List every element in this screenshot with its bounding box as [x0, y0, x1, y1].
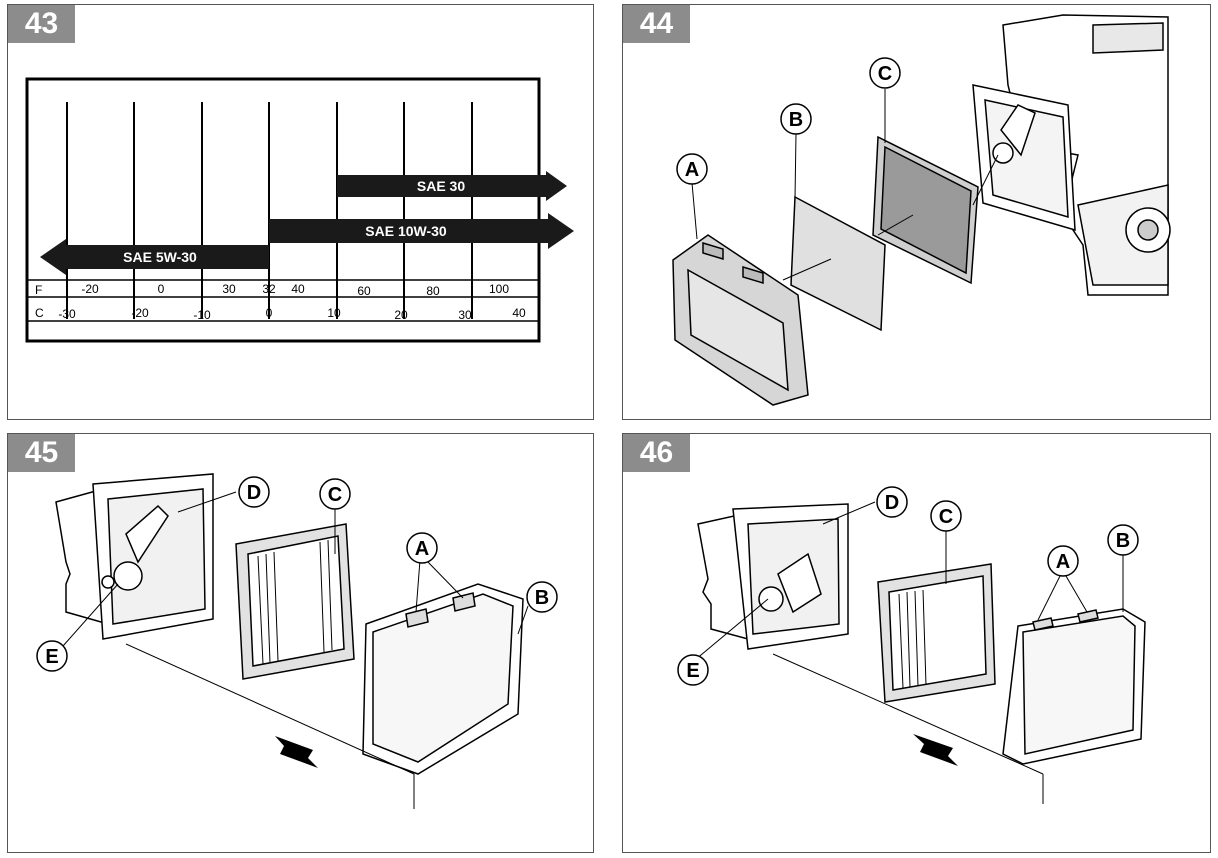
chart-frame	[25, 77, 541, 343]
svg-text:E: E	[686, 660, 699, 682]
svg-text:E: E	[45, 646, 58, 668]
callout-b: B	[526, 581, 558, 613]
callout-d: D	[238, 476, 270, 508]
f-tick: 60	[357, 284, 371, 298]
f-tick: 30	[222, 282, 236, 296]
callout-a: A	[1047, 545, 1079, 577]
panel-43: 43 SAE 30 SAE 10W-30 SAE 5W-30 F -20 0	[7, 4, 594, 420]
callout-e: E	[677, 654, 709, 686]
callout-d: D	[876, 486, 908, 518]
panel-number-badge: 46	[623, 434, 690, 472]
paper-filter-c	[877, 563, 996, 703]
filter-base	[55, 473, 214, 640]
svg-text:D: D	[247, 482, 261, 504]
c-tick: 40	[512, 306, 526, 320]
sae-30-label: SAE 30	[417, 178, 465, 194]
svg-text:B: B	[1116, 530, 1130, 552]
paper-filter-c	[872, 135, 979, 285]
pre-cleaner-b	[790, 195, 886, 332]
f-tick: -20	[81, 282, 99, 296]
c-tick: 30	[458, 308, 472, 322]
f-tick: 100	[489, 282, 509, 296]
c-tick: 10	[327, 306, 341, 320]
svg-text:A: A	[685, 159, 699, 181]
panel-number-badge: 43	[8, 5, 75, 43]
insertion-arrow	[125, 643, 415, 809]
panel-44: 44	[622, 4, 1211, 420]
panel-46: 46	[622, 433, 1211, 853]
f-tick: 80	[426, 284, 440, 298]
filter-base	[697, 503, 849, 650]
svg-text:C: C	[878, 63, 892, 85]
air-filter-cover	[362, 583, 524, 775]
leader-lines	[691, 89, 999, 281]
c-tick: 20	[394, 308, 408, 322]
sae-5w-30-label: SAE 5W-30	[123, 249, 197, 265]
f-tick: 32	[262, 282, 276, 296]
c-tick: -20	[131, 306, 149, 320]
callout-c: C	[319, 478, 351, 510]
svg-text:B: B	[789, 109, 803, 131]
callout-a: A	[676, 153, 708, 185]
c-tick: 0	[266, 306, 273, 320]
sae-5w-30-bar	[40, 239, 269, 275]
callout-a: A	[406, 532, 438, 564]
leader-lines	[694, 501, 1124, 661]
callout-c: C	[930, 500, 962, 532]
callout-c: C	[869, 57, 901, 89]
chart-gridlines	[66, 102, 473, 319]
air-filter-cover	[1002, 608, 1146, 765]
svg-text:C: C	[939, 506, 953, 528]
oil-viscosity-chart: SAE 30 SAE 10W-30 SAE 5W-30 F -20 0 30 3…	[25, 77, 574, 343]
c-scale-label: C	[35, 306, 44, 320]
svg-text:B: B	[535, 587, 549, 609]
f-scale-label: F	[35, 283, 42, 297]
f-tick: 0	[158, 282, 165, 296]
insertion-arrow	[772, 653, 1044, 804]
engine-illustration	[1002, 14, 1171, 296]
svg-text:A: A	[1056, 551, 1070, 573]
f-tick: 40	[291, 282, 305, 296]
c-tick: -10	[193, 308, 211, 322]
callout-e: E	[36, 640, 68, 672]
filter-base	[972, 84, 1076, 232]
paper-filter-c	[235, 523, 355, 680]
svg-text:D: D	[885, 492, 899, 514]
sae-10w-30-bar	[269, 213, 574, 249]
filter-reassembly-view: D C A B E	[36, 473, 558, 809]
sae-30-bar	[337, 171, 567, 201]
panel-45: 45	[7, 433, 594, 853]
air-filter-cover-a	[672, 234, 809, 406]
svg-text:A: A	[415, 538, 429, 560]
c-tick: -30	[58, 307, 76, 321]
callout-b: B	[1107, 524, 1139, 556]
panel-number-badge: 44	[623, 5, 690, 43]
panel-number-badge: 45	[8, 434, 75, 472]
svg-text:C: C	[328, 484, 342, 506]
callout-b: B	[780, 103, 812, 135]
filter-reassembly-view: D C A B E	[677, 486, 1146, 804]
air-filter-exploded-view: A B C	[672, 14, 1171, 406]
sae-10w-30-label: SAE 10W-30	[365, 223, 447, 239]
